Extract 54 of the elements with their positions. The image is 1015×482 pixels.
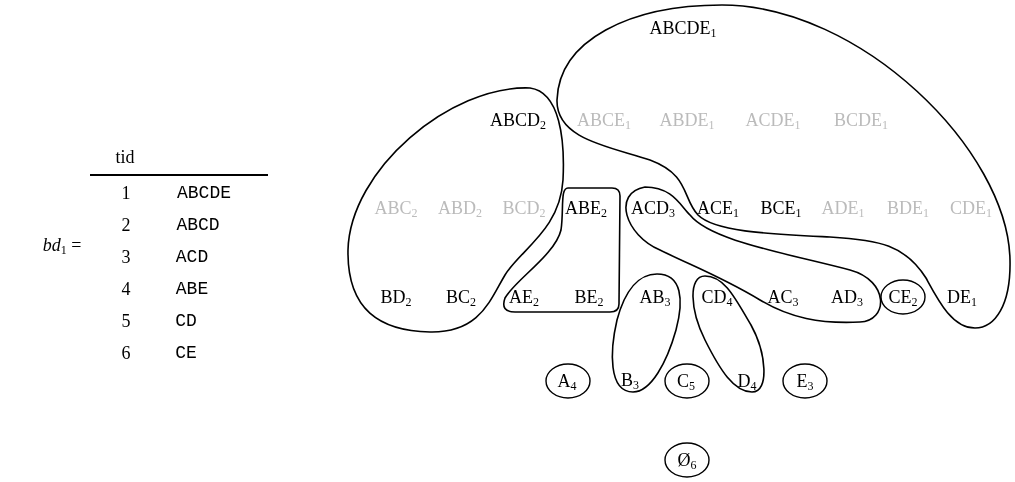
itemset-ellipse: [880, 279, 926, 315]
itemset-label: AB$_{3}$: [639, 288, 671, 306]
equivalence-class-outline: [500, 186, 622, 314]
table-cell: 6: [121, 344, 131, 362]
itemset-label: ABE$_{2}$: [565, 199, 607, 217]
itemset-label: CDE$_{1}$: [950, 199, 992, 217]
itemset-label: BE$_{2}$: [574, 288, 604, 306]
itemset-label: AC$_{3}$: [767, 288, 799, 306]
itemset-label: ABC$_{2}$: [374, 199, 418, 217]
itemset-label: ABCD$_{2}$: [490, 111, 546, 129]
itemset-ellipse: [545, 363, 591, 399]
itemset-label: ACDE$_{1}$: [745, 111, 801, 129]
itemset-label: BC$_{2}$: [446, 288, 476, 306]
table-cell: 3: [121, 248, 131, 266]
itemset-label: BDE$_{1}$: [887, 199, 929, 217]
column-header: tid: [115, 148, 135, 166]
itemset-label: BCD$_{2}$: [502, 199, 546, 217]
itemset-label: AE$_{2}$: [509, 288, 539, 306]
formula-label: bd$_{1}$ =: [42, 236, 82, 254]
itemset-label: BCE$_{1}$: [760, 199, 802, 217]
itemset-label: C$_{5}$: [677, 372, 695, 390]
itemset-label: B$_{3}$: [621, 371, 639, 389]
itemset-label: CD$_{4}$: [701, 288, 733, 306]
table-cell: 5: [121, 312, 131, 330]
table-cell: 2: [121, 216, 131, 234]
itemset-label: BCDE$_{1}$: [834, 111, 888, 129]
itemset-label: ABDE$_{1}$: [659, 111, 715, 129]
itemset-ellipse: [664, 442, 710, 478]
itemset-label: E$_{3}$: [796, 372, 814, 390]
itemset-label: DE$_{1}$: [947, 288, 977, 306]
itemset-label: ACD$_{3}$: [631, 199, 675, 217]
table-cell: 4: [121, 280, 131, 298]
table-cell: ABE: [175, 280, 209, 298]
table-cell: CE: [175, 344, 197, 362]
itemset-label: D$_{4}$: [737, 372, 757, 390]
itemset-label: BD$_{2}$: [380, 288, 412, 306]
itemset-label: CE$_{2}$: [888, 288, 918, 306]
itemset-label: A$_{4}$: [557, 372, 577, 390]
equivalence-class-outline: [345, 85, 567, 335]
itemset-label: AD$_{3}$: [831, 288, 863, 306]
table-cell: ACD: [175, 248, 209, 266]
table-cell: 1: [121, 184, 131, 202]
equivalence-class-outline: [553, 3, 1013, 331]
table-cell: ABCDE: [177, 184, 231, 202]
itemset-label: ABCDE$_{1}$: [649, 19, 717, 37]
itemset-ellipse: [782, 363, 828, 399]
itemset-label: ABCE$_{1}$: [577, 111, 631, 129]
itemset-ellipse: [664, 363, 710, 399]
itemset-label: ACE$_{1}$: [697, 199, 739, 217]
itemset-label: ADE$_{1}$: [821, 199, 865, 217]
itemset-label: ABD$_{2}$: [438, 199, 482, 217]
itemset-label: Ø$_{6}$: [677, 451, 697, 469]
table-cell: ABCD: [176, 216, 220, 234]
table-cell: CD: [175, 312, 197, 330]
